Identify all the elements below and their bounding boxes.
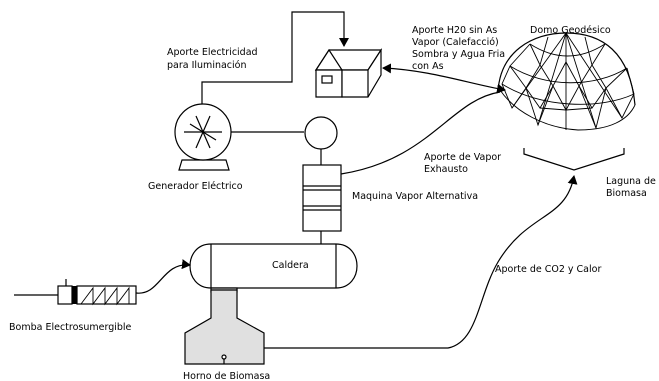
aporte-vapor-label-1: Aporte de Vapor — [424, 152, 501, 163]
aporte-h2o-label-2: Vapor (Calefacció) — [412, 37, 499, 48]
aporte-electricidad-label-1: Aporte Electricidad — [167, 47, 258, 58]
caldera-label: Caldera — [272, 260, 309, 271]
lagoon-bracket — [523, 148, 625, 171]
horno-label: Horno de Biomasa — [183, 371, 270, 381]
generador-label: Generador Eléctrico — [148, 181, 243, 192]
pump-water-line — [135, 259, 191, 294]
pump-icon — [14, 279, 137, 306]
generator-icon — [174, 103, 232, 171]
electricity-wire — [201, 11, 349, 110]
aporte-h2o-label-1: Aporte H20 sin As — [412, 25, 497, 36]
aporte-h2o-label-3: Sombra y Agua Fria — [412, 49, 505, 60]
steam-engine-icon — [302, 116, 342, 244]
bomba-label: Bomba Electrosumergible — [9, 322, 132, 333]
boiler-icon — [189, 243, 358, 289]
co2-heat-line — [264, 175, 578, 349]
exhaust-steam-line — [340, 91, 501, 175]
laguna-label-1: Laguna de — [606, 176, 656, 187]
domo-label: Domo Geodésico — [530, 25, 611, 36]
aporte-co2-label: Aporte de CO2 y Calor — [495, 264, 601, 275]
laguna-label-2: Biomasa — [606, 188, 647, 199]
geodesic-dome-icon — [497, 32, 636, 131]
maquina-vapor-label: Maquina Vapor Alternativa — [352, 191, 478, 202]
aporte-vapor-label-2: Exhausto — [424, 164, 468, 175]
aporte-h2o-label-4: con As — [412, 61, 444, 72]
furnace-icon — [184, 287, 265, 365]
house-icon — [314, 47, 383, 98]
aporte-electricidad-label-2: para Iluminación — [167, 60, 247, 71]
house-dome-arrow — [382, 63, 506, 94]
